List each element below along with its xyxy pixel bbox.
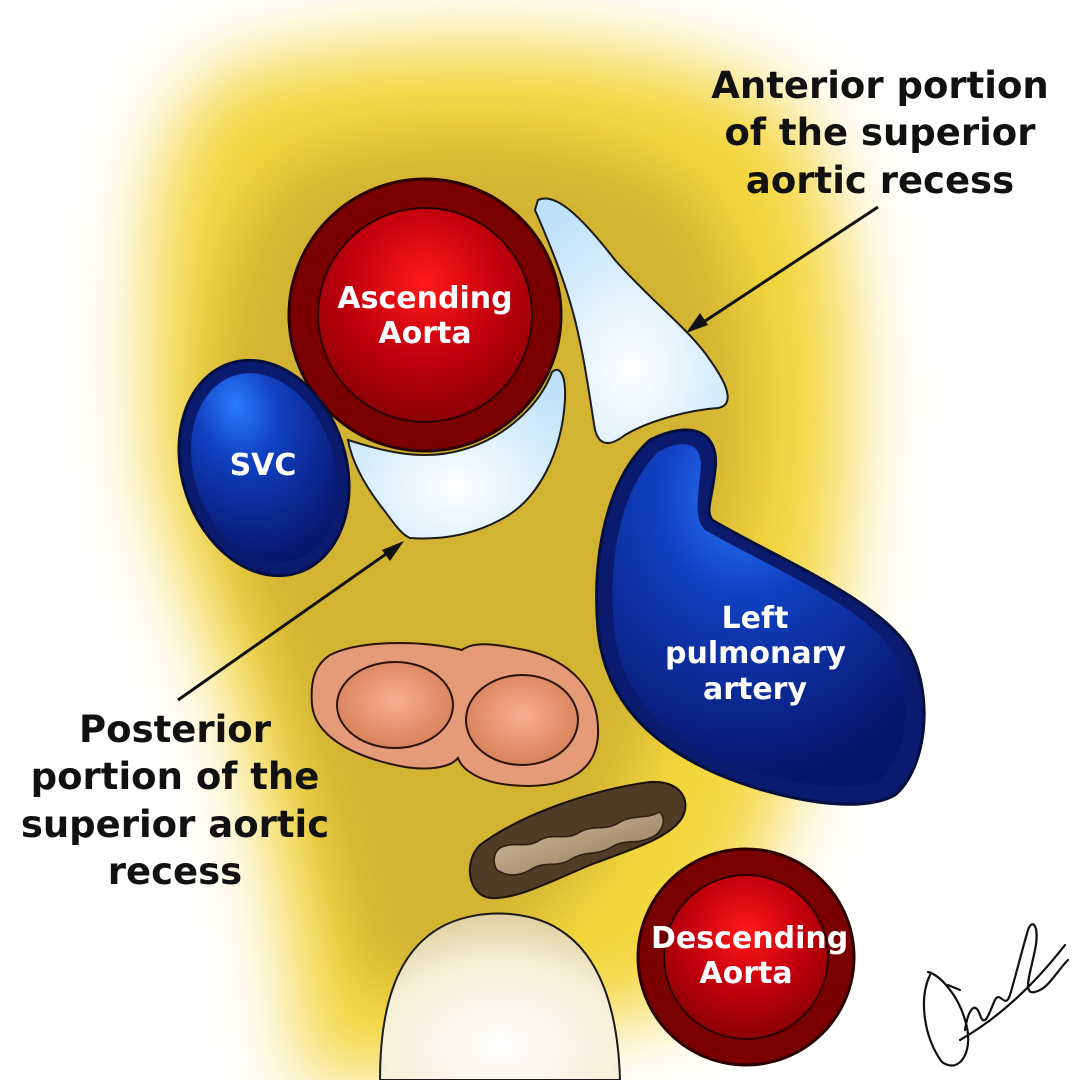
anterior-recess [533, 197, 729, 444]
svc-label: SVC [229, 448, 297, 483]
esophagus [468, 780, 687, 900]
posterior-recess-callout: Posterior portion of the superior aortic… [20, 708, 330, 894]
ascending-aorta-label: Ascending Aorta [337, 281, 513, 352]
svc [177, 358, 351, 578]
posterior-callout-arrow [177, 541, 404, 702]
descending-aorta-label: Descending Aorta [651, 921, 849, 992]
ascending-aorta [287, 177, 563, 453]
bronchi [310, 642, 600, 787]
left-pulmonary-artery [595, 428, 926, 806]
vertebral-body [378, 912, 622, 1080]
artist-signature [922, 923, 1070, 1067]
anterior-callout-arrow [686, 205, 879, 333]
descending-aorta [636, 847, 856, 1067]
left-pulmonary-artery-label: Left pulmonary artery [665, 601, 846, 707]
posterior-recess [346, 368, 567, 540]
anterior-recess-callout: Anterior portion of the superior aortic … [711, 64, 1049, 202]
